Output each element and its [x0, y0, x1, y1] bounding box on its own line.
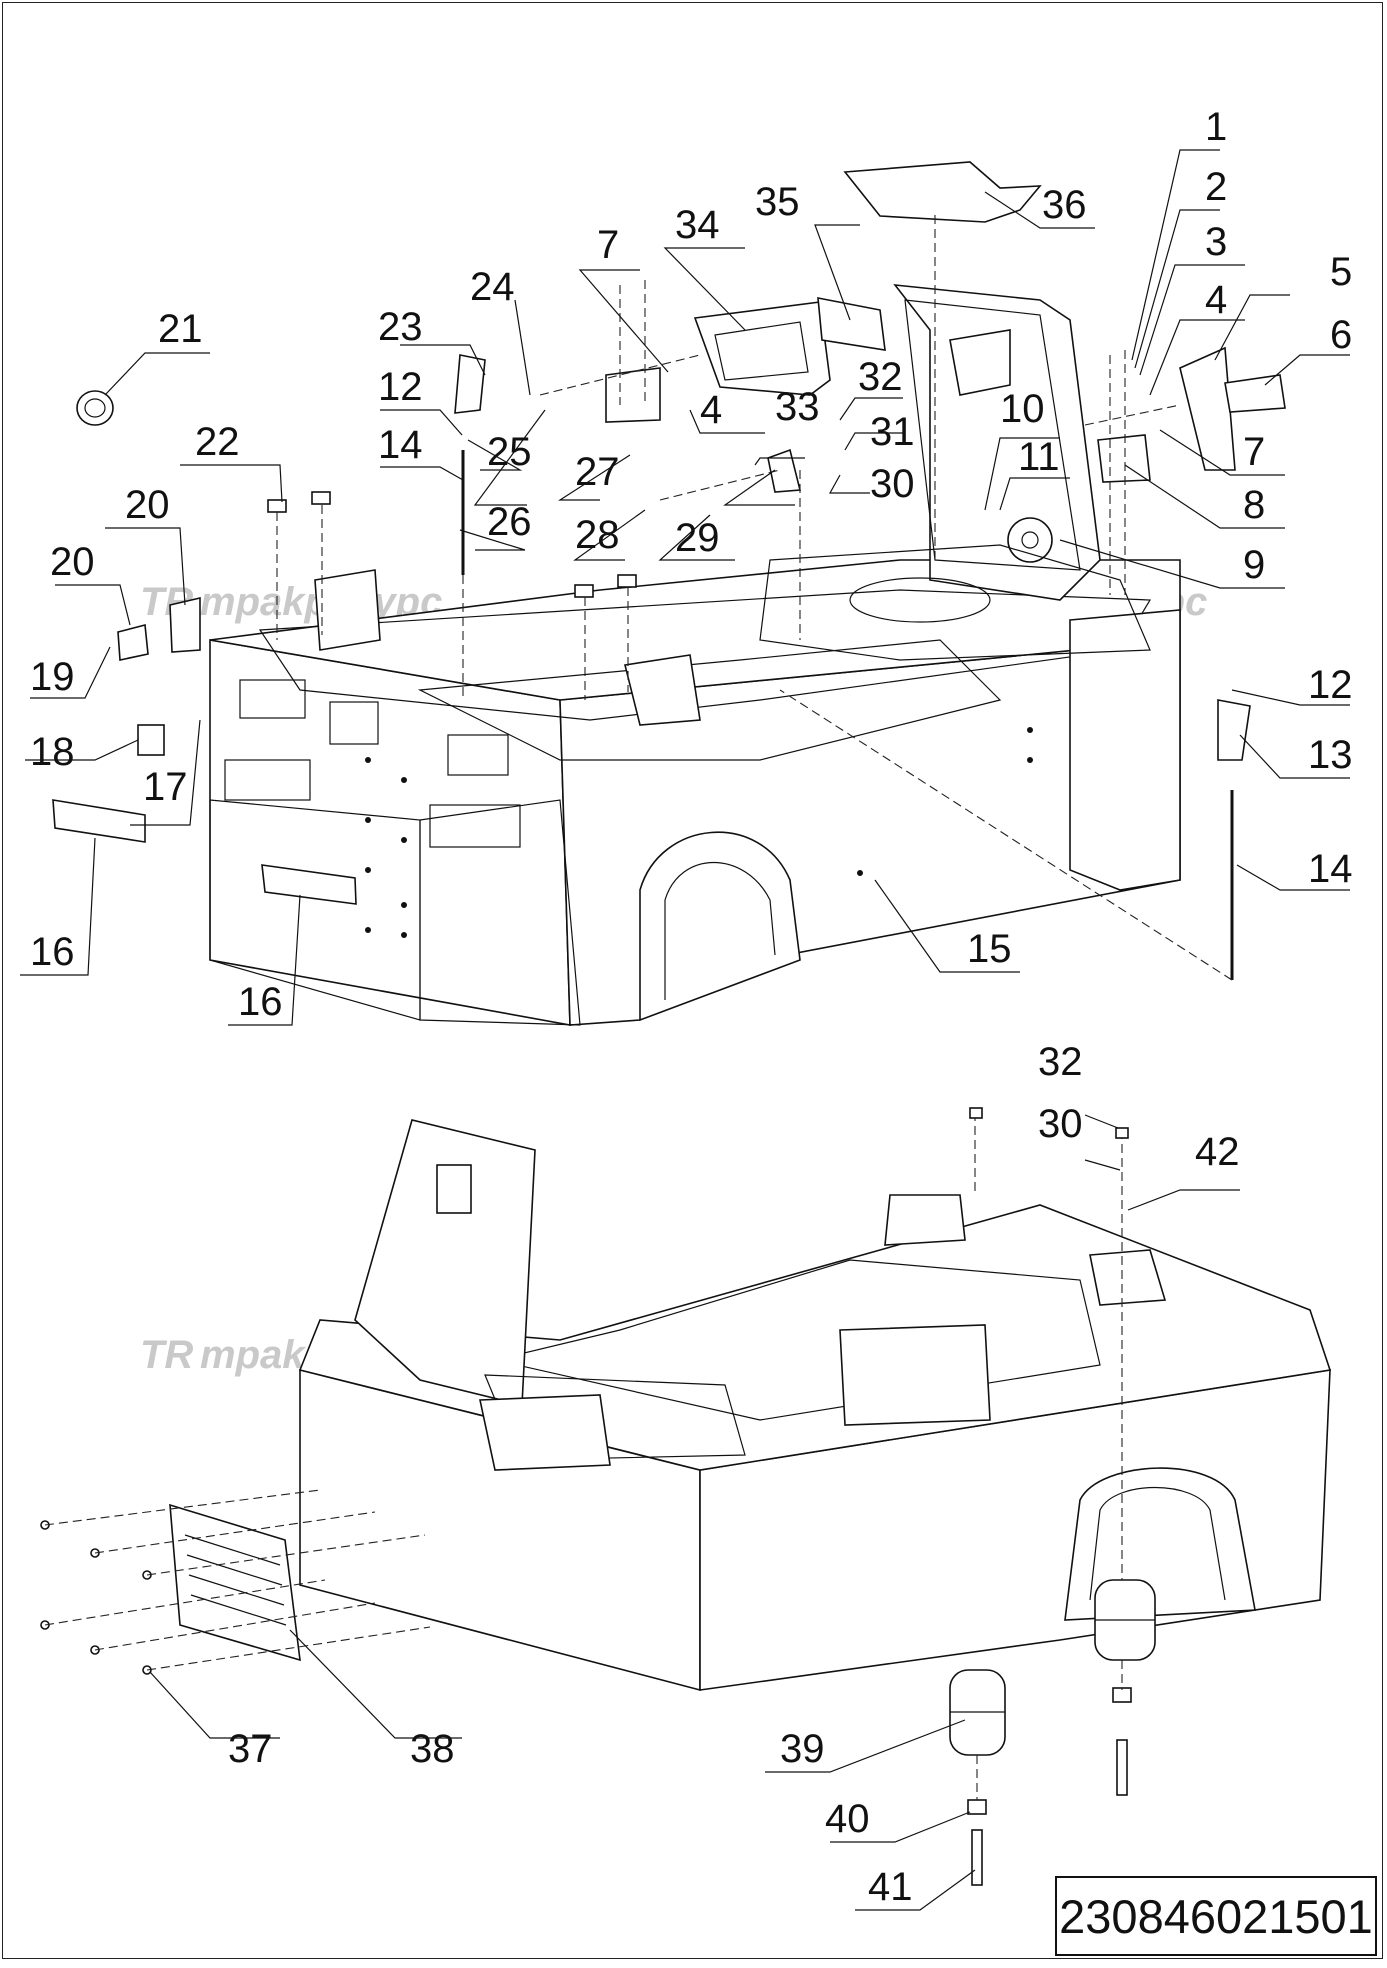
part-22-clips: [267, 491, 637, 598]
callout-33: 33: [775, 385, 820, 429]
part-14-rods: [461, 450, 1234, 980]
callout-17: 17: [143, 765, 188, 809]
callout-39: 39: [780, 1727, 825, 1771]
part-20-bracket: [117, 596, 201, 661]
callout-23: 23: [378, 305, 423, 349]
callout-32-top: 32: [858, 355, 903, 399]
callout-7-left: 7: [597, 223, 619, 267]
callout-9: 9: [1243, 543, 1265, 587]
leader-lines: [20, 149, 1350, 1911]
callout-13: 13: [1308, 733, 1353, 777]
callout-36: 36: [1042, 183, 1087, 227]
callout-18: 18: [30, 730, 75, 774]
callout-16-center: 16: [238, 980, 283, 1024]
callout-12-left: 12: [378, 365, 423, 409]
part-8-bracket: [1097, 434, 1151, 483]
part-16-light-left: [52, 799, 357, 905]
callout-41: 41: [868, 1865, 913, 1909]
callout-34: 34: [675, 203, 720, 247]
callout-38: 38: [410, 1727, 455, 1771]
callout-20-top: 20: [125, 483, 170, 527]
callout-7-right: 7: [1243, 430, 1265, 474]
part-39-rubber-mount: [949, 1579, 1156, 1756]
frame-body-bottom-view: [298, 1119, 1332, 1692]
callout-2: 2: [1205, 165, 1227, 209]
part-36-mat: [843, 161, 1042, 223]
part-5-lamp: [1179, 346, 1236, 471]
callout-8: 8: [1243, 483, 1265, 527]
callout-numbers: 1 2 3 4 5 6 7 8 9 10 11 12 13 14 15 36 3…: [30, 105, 1353, 1909]
assembly-lines-bottom: [969, 1107, 1129, 1800]
drawing-number-box: 230846021501: [1055, 1876, 1377, 1956]
part-18-switch: [137, 724, 165, 756]
part-35-plate: [817, 297, 886, 351]
callout-11: 11: [1018, 435, 1060, 479]
part-21-cap: [76, 390, 114, 426]
callout-14-left: 14: [378, 423, 423, 467]
callout-5: 5: [1330, 250, 1352, 294]
callout-3: 3: [1205, 220, 1227, 264]
callout-21: 21: [158, 307, 203, 351]
callout-4-right: 4: [1205, 278, 1227, 322]
part-34-lamp-housing: [693, 301, 831, 396]
callout-15: 15: [967, 927, 1012, 971]
callout-25: 25: [487, 430, 532, 474]
assembly-lines-top: [276, 215, 1233, 981]
callout-40: 40: [825, 1797, 870, 1841]
callout-12-right: 12: [1308, 663, 1353, 707]
part-37-screws: [40, 1489, 431, 1675]
callout-42: 42: [1195, 1130, 1240, 1174]
callout-22: 22: [195, 420, 240, 464]
callout-20-bottom: 20: [50, 540, 95, 584]
frame-body-top-view: [209, 284, 1181, 1026]
part-13-hook-bracket: [1217, 699, 1251, 761]
part-27-bracket: [605, 367, 661, 423]
callout-30-top: 30: [870, 462, 915, 506]
drawing-number: 230846021501: [1059, 1889, 1373, 1943]
callout-31: 31: [870, 410, 915, 454]
callout-24: 24: [470, 265, 515, 309]
callout-6: 6: [1330, 313, 1352, 357]
callout-28: 28: [575, 513, 620, 557]
callout-32-bottom: 32: [1038, 1040, 1083, 1084]
callout-30-bottom: 30: [1038, 1102, 1083, 1146]
callout-1: 1: [1205, 105, 1227, 149]
callout-27: 27: [575, 450, 620, 494]
callout-10: 10: [1000, 387, 1045, 431]
callout-4-left: 4: [700, 388, 722, 432]
callout-16-left: 16: [30, 930, 75, 974]
callout-35: 35: [755, 180, 800, 224]
callout-26: 26: [487, 500, 532, 544]
callout-37: 37: [228, 1727, 273, 1771]
svg-text:TR: TR: [140, 1333, 193, 1377]
callout-14-right: 14: [1308, 847, 1353, 891]
callout-29: 29: [675, 516, 720, 560]
callout-19: 19: [30, 655, 75, 699]
part-6-plate: [1224, 374, 1286, 413]
